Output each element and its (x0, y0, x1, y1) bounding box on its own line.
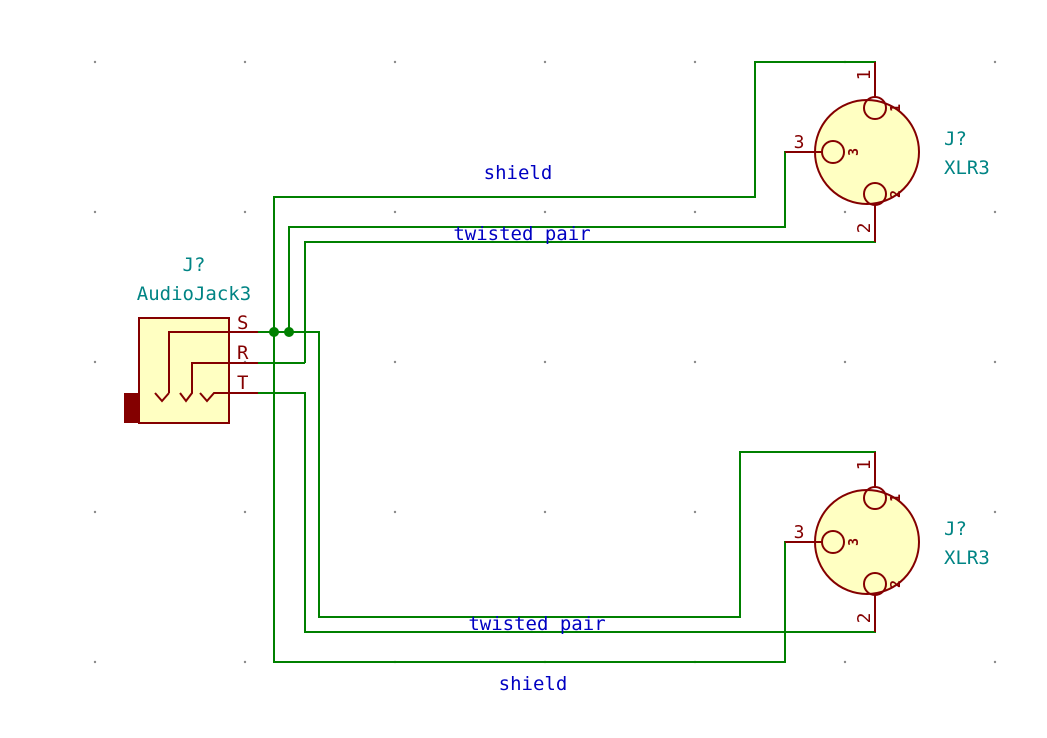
audio-jack-plug (124, 393, 140, 423)
grid-dot (843, 360, 847, 364)
grid-dot (393, 60, 397, 64)
grid-dot (93, 660, 97, 664)
xlr-top-value: XLR3 (944, 157, 990, 179)
grid-dot (993, 210, 997, 214)
grid-dot (543, 60, 547, 64)
grid-dot (993, 360, 997, 364)
xlr-bottom-pins (785, 452, 887, 632)
net-label-twisted-pair-top[interactable]: twisted pair (453, 223, 590, 245)
grid-dot (393, 510, 397, 514)
xlr-bottom-pin2-inner: 2 (889, 580, 904, 588)
grid-dot (693, 60, 697, 64)
grid-dot (543, 510, 547, 514)
grid-dots (93, 60, 997, 664)
grid-dot (243, 510, 247, 514)
net-label-twisted-pair-bottom[interactable]: twisted pair (468, 613, 605, 635)
xlr-top-symbol[interactable] (785, 62, 920, 242)
grid-dot (993, 510, 997, 514)
audio-jack-pin-r: R (237, 342, 249, 364)
net-label-shield-bottom[interactable]: shield (499, 673, 568, 695)
audio-jack-reference: J? (183, 254, 206, 276)
xlr-bottom-pin3-outer: 3 (794, 522, 805, 543)
grid-dot (93, 510, 97, 514)
xlr-bottom-symbol[interactable] (785, 452, 920, 632)
xlr-top-pin1-inner: 1 (889, 104, 904, 112)
grid-dot (243, 60, 247, 64)
xlr-top-pin1-outer: 1 (854, 70, 875, 81)
grid-dot (93, 360, 97, 364)
grid-dot (693, 360, 697, 364)
xlr-bottom-pin1-outer: 1 (854, 460, 875, 471)
audio-jack-pin-t: T (237, 372, 248, 394)
net-label-shield-top[interactable]: shield (484, 162, 553, 184)
grid-dot (93, 60, 97, 64)
grid-dot (993, 60, 997, 64)
xlr-bottom-reference: J? (944, 518, 967, 540)
xlr-bottom-value: XLR3 (944, 547, 990, 569)
audio-jack-pin-stubs (229, 331, 258, 394)
xlr-top-pins (785, 62, 887, 242)
grid-dot (393, 210, 397, 214)
grid-dot (243, 210, 247, 214)
xlr-bottom-pin1-inner: 1 (889, 494, 904, 502)
grid-dot (543, 210, 547, 214)
grid-dot (93, 210, 97, 214)
grid-dot (693, 510, 697, 514)
grid-dot (243, 660, 247, 664)
audio-jack-value: AudioJack3 (137, 283, 251, 305)
xlr-top-pin2-outer: 2 (854, 223, 875, 234)
grid-dot (543, 360, 547, 364)
audio-jack-symbol[interactable] (124, 317, 258, 424)
junction-dot (269, 327, 279, 337)
xlr-top-reference: J? (944, 128, 967, 150)
grid-dot (393, 360, 397, 364)
grid-dot (843, 210, 847, 214)
audio-jack-contacts (154, 331, 228, 403)
audio-jack-pin-s: S (237, 312, 248, 334)
xlr-top-pin3-inner: 3 (847, 148, 862, 156)
xlr-top-pin2-inner: 2 (889, 190, 904, 198)
grid-dot (843, 660, 847, 664)
audio-jack-body (138, 317, 230, 424)
xlr-top-pin3-outer: 3 (794, 132, 805, 153)
junction-dot (284, 327, 294, 337)
grid-dot (693, 210, 697, 214)
xlr-bottom-pin2-outer: 2 (854, 613, 875, 624)
grid-dot (993, 660, 997, 664)
xlr-bottom-pin3-inner: 3 (847, 538, 862, 546)
